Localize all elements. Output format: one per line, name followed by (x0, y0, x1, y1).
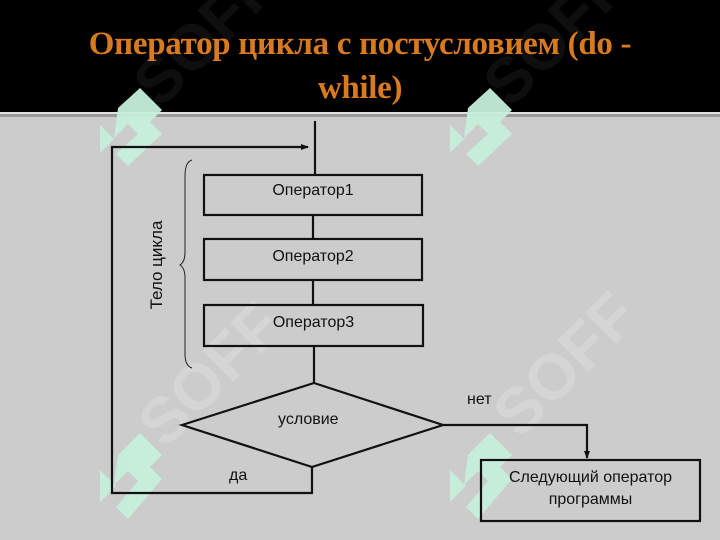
operator-label-3: Оператор3 (272, 314, 355, 331)
next-operator-label: Следующий оператор программы (481, 467, 700, 511)
next-operator-line-2: программы (548, 491, 633, 508)
title-line-2: while) (317, 70, 403, 106)
next-operator-box (479, 458, 702, 523)
loop-body-brace (179, 159, 193, 369)
no-branch-arrow (443, 423, 590, 459)
next-operator-line-1: Следующий оператор (508, 469, 673, 486)
title-line-1: Оператор цикла с постусловием (do - (88, 26, 632, 62)
yes-loop-arrow (110, 144, 314, 495)
yes-label: да (229, 467, 248, 484)
operator-label-1: Оператор1 (272, 182, 354, 199)
slide-title: Оператор цикла с постусловием (do - whil… (20, 22, 700, 110)
no-label: нет (467, 391, 492, 408)
loop-body-label: Тело цикла (147, 220, 166, 310)
operator-label-2: Оператор2 (272, 248, 354, 265)
header-separator (0, 112, 720, 117)
condition-label: условие (278, 411, 339, 428)
